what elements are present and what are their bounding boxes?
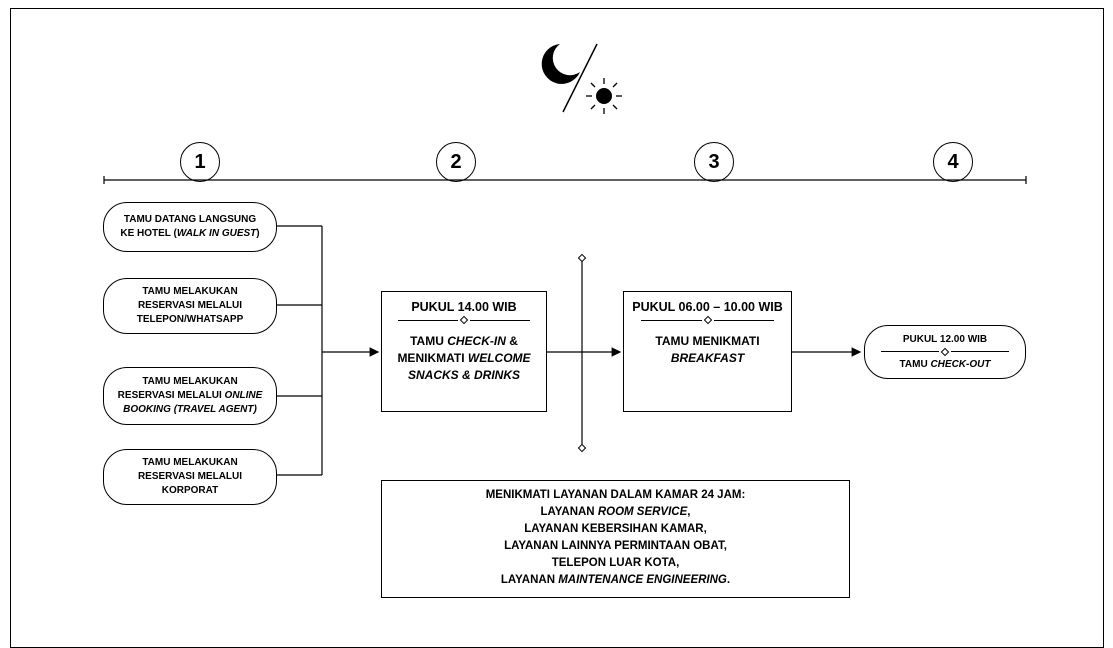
pill-line: TAMU MELAKUKAN	[142, 376, 238, 387]
ornament-divider	[398, 315, 530, 325]
pill-text-italic: BOOKING (TRAVEL AGENT)	[123, 404, 257, 415]
text: .	[726, 574, 731, 586]
night-divider	[577, 253, 587, 453]
guest-type-corporate: TAMU MELAKUKAN RESERVASI MELALUI KORPORA…	[103, 449, 277, 505]
checkout-time: PUKUL 12.00 WIB	[902, 333, 988, 345]
pill-line: BOOKING (TRAVEL AGENT)	[123, 403, 257, 417]
checkin-description: TAMU CHECK-IN & MENIKMATI WELCOME SNACKS…	[382, 333, 546, 384]
pill-text: RESERVASI MELALUI	[117, 390, 225, 401]
text-italic: BREAKFAST	[670, 351, 745, 365]
text-italic: SNACKS & DRINKS	[407, 368, 520, 382]
service-item: LAYANAN MAINTENANCE ENGINEERING.	[382, 572, 849, 589]
connector-lines	[103, 43, 1027, 476]
text-italic: MAINTENANCE ENGINEERING	[558, 574, 727, 586]
in-room-services-box: MENIKMATI LAYANAN DALAM KAMAR 24 JAM: LA…	[381, 480, 850, 598]
pill-line: KE HOTEL (WALK IN GUEST)	[120, 227, 259, 241]
pill-line: RESERVASI MELALUI ONLINE	[118, 389, 263, 403]
pill-line: RESERVASI MELALUI	[137, 300, 243, 311]
breakfast-time: PUKUL 06.00 – 10.00 WIB	[632, 300, 783, 314]
guest-type-online: TAMU MELAKUKAN RESERVASI MELALUI ONLINE …	[103, 367, 277, 425]
guest-bracket	[276, 225, 323, 476]
pill-line: RESERVASI MELALUI	[137, 471, 243, 482]
checkin-time: PUKUL 14.00 WIB	[411, 300, 517, 314]
checkin-box: PUKUL 14.00 WIB TAMU CHECK-IN & MENIKMAT…	[381, 291, 547, 412]
text: ,	[687, 506, 691, 518]
text: LAYANAN	[540, 506, 598, 518]
step-2-circle: 2	[436, 142, 476, 182]
ornament-divider	[640, 315, 775, 325]
pill-line: TAMU MELAKUKAN	[142, 457, 238, 468]
pill-line: TELEPON/WHATSAPP	[136, 314, 244, 325]
pill-text-italic: WALK IN GUEST	[176, 228, 257, 239]
pill-text: KE HOTEL (	[120, 228, 177, 239]
step-1-circle: 1	[180, 142, 220, 182]
pill-text-italic: ONLINE	[224, 390, 263, 401]
text: TAMU	[410, 334, 448, 348]
service-item: LAYANAN LAINNYA PERMINTAAN OBAT,	[504, 540, 727, 552]
text: &	[505, 334, 518, 348]
breakfast-box: PUKUL 06.00 – 10.00 WIB TAMU MENIKMATI B…	[623, 291, 792, 412]
text: TAMU MENIKMATI	[655, 334, 760, 348]
crescent-moon-icon	[541, 44, 580, 84]
service-item: LAYANAN ROOM SERVICE,	[382, 504, 849, 521]
checkout-label: TAMU CHECK-OUT	[900, 358, 991, 372]
service-item: LAYANAN KEBERSIHAN KAMAR,	[524, 523, 707, 535]
guest-type-walk-in: TAMU DATANG LANGSUNG KE HOTEL (WALK IN G…	[103, 202, 277, 252]
text: MENIKMATI	[397, 351, 468, 365]
ornament-divider	[881, 347, 1009, 356]
text-italic: WELCOME	[467, 351, 531, 365]
guest-type-phone: TAMU MELAKUKAN RESERVASI MELALUI TELEPON…	[103, 278, 277, 334]
sun-icon	[586, 78, 622, 114]
step-4-circle: 4	[933, 142, 973, 182]
step-3-circle: 3	[694, 142, 734, 182]
services-title: MENIKMATI LAYANAN DALAM KAMAR 24 JAM:	[485, 489, 746, 501]
breakfast-description: TAMU MENIKMATI BREAKFAST	[624, 333, 791, 367]
checkout-pill: PUKUL 12.00 WIB TAMU CHECK-OUT	[864, 325, 1026, 379]
text-italic: ROOM SERVICE	[597, 506, 688, 518]
pill-line: TAMU MELAKUKAN	[142, 286, 238, 297]
divider-slash	[562, 43, 598, 113]
service-item: TELEPON LUAR KOTA,	[551, 557, 680, 569]
text: TAMU	[899, 358, 931, 370]
text-italic: CHECK-OUT	[930, 358, 991, 370]
text-italic: CHECK-IN	[447, 334, 506, 348]
pill-text: )	[256, 228, 260, 239]
pill-line: TAMU DATANG LANGSUNG	[123, 214, 257, 225]
pill-line: KORPORAT	[161, 485, 219, 496]
text: LAYANAN	[500, 574, 559, 586]
